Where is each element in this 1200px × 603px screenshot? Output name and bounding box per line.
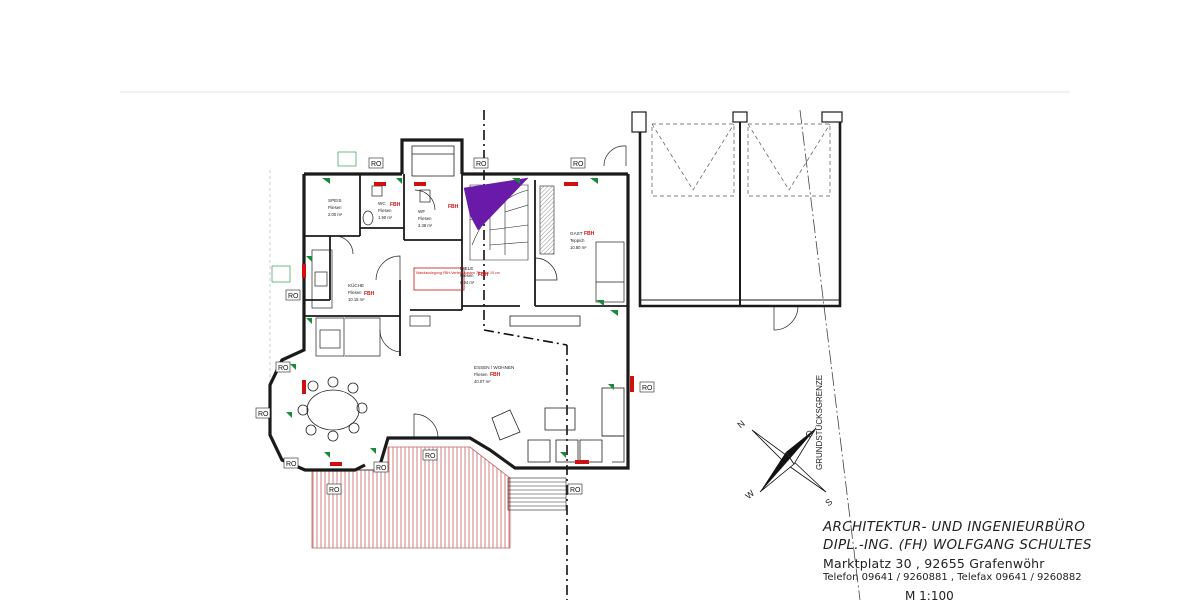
window-markers bbox=[286, 178, 618, 458]
room-diele: DIELE Fliesen 6.94 m² FBH bbox=[460, 266, 489, 285]
svg-text:3.38 m²: 3.38 m² bbox=[418, 223, 433, 228]
living-furniture bbox=[491, 315, 625, 463]
svg-text:RO: RO bbox=[570, 487, 581, 494]
svg-text:RO: RO bbox=[288, 293, 299, 300]
svg-text:RO: RO bbox=[278, 365, 289, 372]
svg-text:6.94 m²: 6.94 m² bbox=[460, 280, 475, 285]
room-speis: SPEIS Fliesen 2.00 m² bbox=[328, 198, 343, 217]
svg-text:Fliesen: Fliesen bbox=[474, 372, 488, 377]
svg-text:RO: RO bbox=[642, 385, 653, 392]
svg-text:RO: RO bbox=[329, 487, 340, 494]
svg-text:RO: RO bbox=[376, 465, 387, 472]
svg-text:10.80 m²: 10.80 m² bbox=[570, 245, 587, 250]
ro-boxes bbox=[255, 157, 655, 495]
compass-w: W bbox=[743, 488, 756, 501]
svg-text:FBH: FBH bbox=[478, 272, 489, 278]
svg-text:RO: RO bbox=[371, 161, 382, 168]
compass-n: N bbox=[735, 418, 746, 430]
property-line-label: GRUNDSTÜCKSGRENZE bbox=[815, 375, 824, 470]
room-gast: GAST Teppich 10.80 m² FBH bbox=[570, 231, 595, 250]
room-kueche: KÜCHE Fliesen 10.15 m² FBH bbox=[348, 282, 375, 302]
compass: N O S W bbox=[735, 418, 834, 508]
svg-text:FBH: FBH bbox=[490, 372, 501, 378]
svg-text:1.90 m²: 1.90 m² bbox=[378, 215, 393, 220]
staircase bbox=[463, 177, 529, 261]
room-essen-wohnen: ESSEN / WOHNEN Fliesen 40.07 m² FBH bbox=[474, 365, 514, 384]
room-wf: WF Fliesen 3.38 m² FBH bbox=[418, 204, 459, 228]
title-block-office: ARCHITEKTUR- UND INGENIEURBÜRO bbox=[823, 519, 1086, 535]
outdoor-stairs bbox=[507, 477, 567, 511]
doors bbox=[334, 145, 799, 439]
fbh-note: Wandauslegung FBH-Verteilerkasten 75 / 6… bbox=[416, 271, 500, 275]
dining-bay bbox=[297, 376, 368, 442]
compass-s: S bbox=[823, 497, 834, 509]
svg-text:SPEIS: SPEIS bbox=[328, 198, 342, 203]
garage bbox=[631, 111, 843, 308]
kitchen-fixtures bbox=[311, 249, 381, 357]
green-notes bbox=[271, 151, 357, 283]
title-block-phone: Telefon 09641 / 9260881 , Telefax 09641 … bbox=[823, 572, 1082, 583]
svg-text:WC: WC bbox=[378, 201, 386, 206]
svg-text:FBH: FBH bbox=[364, 291, 375, 297]
svg-text:DIELE: DIELE bbox=[460, 266, 473, 271]
svg-text:2.00 m²: 2.00 m² bbox=[328, 212, 343, 217]
compass-o: O bbox=[803, 428, 815, 440]
fbh-distributor bbox=[409, 267, 465, 327]
svg-text:RO: RO bbox=[258, 411, 269, 418]
svg-text:Fliesen: Fliesen bbox=[460, 273, 474, 278]
svg-text:RO: RO bbox=[476, 161, 487, 168]
title-block-architect: DIPL.-ING. (FH) WOLFGANG SCHULTES bbox=[823, 537, 1092, 553]
guest-fixtures bbox=[595, 241, 625, 303]
svg-text:FBH: FBH bbox=[448, 204, 459, 210]
svg-text:RO: RO bbox=[286, 461, 297, 468]
svg-text:Teppich: Teppich bbox=[570, 238, 585, 243]
svg-text:FBH: FBH bbox=[390, 202, 401, 208]
svg-text:ESSEN / WOHNEN: ESSEN / WOHNEN bbox=[474, 365, 514, 370]
entrance-canopy bbox=[411, 145, 455, 177]
title-block-address: Marktplatz 30 , 92655 Grafenwöhr bbox=[823, 556, 1045, 571]
radiators bbox=[302, 182, 634, 466]
svg-text:Fliesen: Fliesen bbox=[378, 208, 392, 213]
svg-text:Fliesen: Fliesen bbox=[328, 205, 342, 210]
room-wc: WC Fliesen 1.90 m² FBH bbox=[378, 201, 401, 220]
ro-labels: RO RO RO RO RO RO RO RO RO RO RO RO bbox=[258, 161, 653, 494]
svg-text:Fliesen: Fliesen bbox=[418, 216, 432, 221]
svg-text:RO: RO bbox=[425, 453, 436, 460]
svg-text:40.07 m²: 40.07 m² bbox=[474, 379, 491, 384]
svg-text:Fliesen: Fliesen bbox=[348, 290, 362, 295]
scale-label: M 1:100 bbox=[905, 589, 954, 603]
svg-text:GAST: GAST bbox=[570, 231, 583, 236]
svg-text:FBH: FBH bbox=[584, 231, 595, 237]
svg-text:WF: WF bbox=[418, 209, 425, 214]
svg-text:RO: RO bbox=[573, 161, 584, 168]
outer-walls bbox=[268, 138, 630, 472]
svg-text:10.15 m²: 10.15 m² bbox=[348, 297, 365, 302]
interior-walls bbox=[304, 174, 628, 356]
chimney bbox=[539, 185, 555, 255]
svg-text:KÜCHE: KÜCHE bbox=[348, 282, 364, 288]
